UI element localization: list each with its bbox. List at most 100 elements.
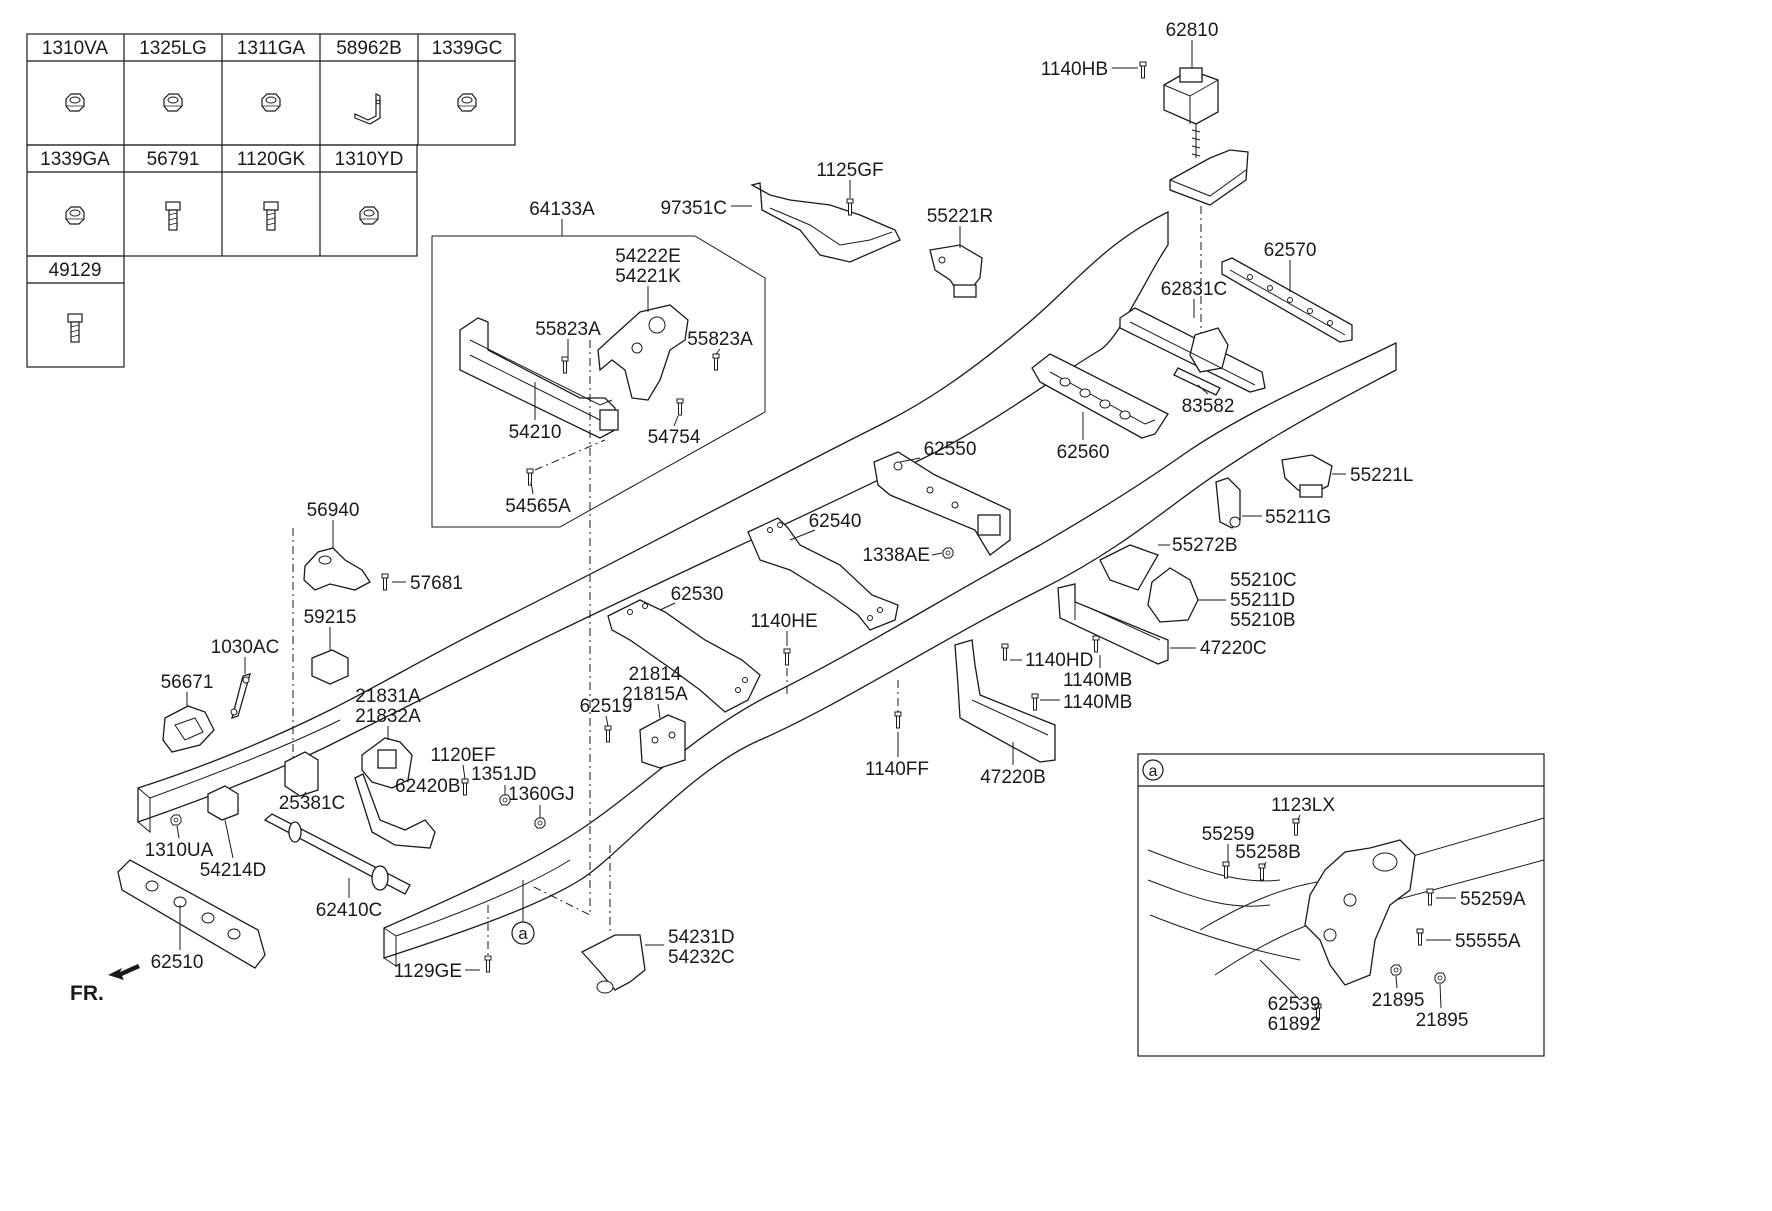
- fastener-code: 1311GA: [237, 38, 306, 59]
- part-callout: 1140HD: [1025, 650, 1093, 671]
- front-arrow-icon: [108, 964, 140, 980]
- front-crossmember-assembly-box: [431, 235, 766, 528]
- crossmember-62560: [1031, 353, 1169, 439]
- part-callout: 1125GF: [816, 160, 883, 181]
- part-callout: 62420B: [395, 776, 461, 797]
- detail-callout: 55555A: [1455, 931, 1521, 952]
- bolt-icon: [484, 955, 492, 973]
- bracket-25381c: [284, 751, 319, 797]
- strap-62420b: [354, 773, 436, 849]
- flange-nut-icon: [359, 206, 379, 225]
- spare-tire-carrier-group: [1139, 61, 1249, 360]
- part-callout: 97351C: [660, 198, 727, 219]
- part-callout: 54754: [648, 427, 701, 448]
- fastener-code: 1310YD: [335, 149, 404, 170]
- detail-callout: 21895: [1372, 990, 1425, 1011]
- part-callout: 1140FF: [865, 759, 929, 780]
- part-callout: 21832A: [355, 706, 421, 727]
- angle-bracket-icon: [354, 93, 381, 125]
- fastener-code: 58962B: [336, 38, 402, 59]
- part-callout: 62831C: [1161, 279, 1228, 300]
- crossmember-62540: [747, 517, 899, 631]
- detail-callout: 55259: [1202, 824, 1255, 845]
- fastener-table-row-3: 49129: [26, 255, 125, 368]
- flange-nut-icon: [261, 93, 281, 112]
- bolt-icon: [1139, 61, 1147, 79]
- part-callout: 21814: [629, 664, 682, 685]
- hex-bolt-icon: [67, 313, 83, 343]
- engine-mount-56940: [303, 547, 389, 591]
- part-callout: 55221R: [927, 206, 994, 227]
- bolt-icon: [1292, 818, 1300, 836]
- fastener-table: 1310VA 1325LG 1311GA 58962B 1339GC 1339G…: [26, 33, 516, 368]
- part-callout: 55211D: [1230, 590, 1295, 611]
- nut-icon: [534, 817, 546, 829]
- reinforcement-62570: [1221, 257, 1353, 343]
- part-callout: 1030AC: [211, 637, 280, 658]
- bolt-icon: [894, 711, 902, 729]
- bolt-icon: [783, 648, 791, 666]
- part-callout: 55210C: [1230, 570, 1297, 591]
- bracket-55211g: [1215, 477, 1241, 529]
- crossmember-62530: [607, 599, 761, 713]
- bolt-icon: [676, 398, 684, 416]
- fastener-table-row-1: 1310VA 1325LG 1311GA 58962B 1339GC: [26, 33, 516, 146]
- part-callout: 1140MB: [1063, 670, 1132, 691]
- part-callout: 56940: [307, 500, 360, 521]
- fastener-code: 1120GK: [237, 149, 306, 170]
- bracket-55221r: [929, 244, 983, 298]
- bolt-icon: [1092, 635, 1100, 653]
- rear-bracket-47220b: [954, 639, 1056, 763]
- front-direction-indicator: FR.: [70, 964, 140, 1005]
- part-callout: 55823A: [535, 319, 601, 340]
- part-callout: 62550: [924, 439, 977, 460]
- part-callout: 1140HE: [750, 611, 817, 632]
- part-callout: 1310UA: [145, 840, 214, 861]
- part-callout: 47220B: [980, 767, 1046, 788]
- part-callout: 55823A: [687, 329, 753, 350]
- right-frame-rail: [383, 341, 1397, 967]
- bolt-icon: [381, 573, 389, 591]
- part-callout: 56671: [161, 672, 214, 693]
- part-callout: 1140MB: [1063, 692, 1132, 713]
- bolt-icon: [1426, 888, 1434, 906]
- detail-view-a: a 1123LX 55259 55258B 55259A 55555A 6253…: [1137, 753, 1545, 1057]
- fastener-code: 1310VA: [42, 38, 109, 59]
- detail-callout: 55258B: [1235, 842, 1301, 863]
- nut-icon: [1390, 964, 1402, 976]
- fastener-table-row-2: 1339GA 56791 1120GK 1310YD: [26, 144, 418, 257]
- part-callout: 54221K: [615, 266, 681, 287]
- strap-1030ac: [230, 673, 251, 719]
- part-callout: 62410C: [316, 900, 383, 921]
- bolt-icon: [712, 353, 720, 371]
- part-callout: 55211G: [1265, 507, 1331, 528]
- part-callout: 62560: [1057, 442, 1110, 463]
- part-callout: 54231D: [668, 927, 735, 948]
- bolt-icon: [1258, 863, 1266, 881]
- detail-view-tag: a: [1149, 763, 1158, 780]
- hex-bolt-icon: [263, 201, 279, 231]
- bracket-59215: [311, 649, 349, 685]
- part-callout: 62510: [151, 952, 204, 973]
- part-callout: 21815A: [622, 684, 688, 705]
- fastener-code: 1339GC: [432, 38, 503, 59]
- part-callout: 83582: [1182, 396, 1235, 417]
- part-callout: 54232C: [668, 947, 735, 968]
- nut-icon: [942, 547, 954, 559]
- flange-nut-icon: [65, 206, 85, 225]
- fastener-code: 56791: [147, 149, 200, 170]
- bracket-97351c: [750, 182, 901, 263]
- part-callout: 62570: [1264, 240, 1317, 261]
- part-callout: 1338AE: [862, 545, 930, 566]
- part-callout: 54565A: [505, 496, 571, 517]
- nut-icon: [1434, 972, 1446, 984]
- part-callout: 54214D: [200, 860, 267, 881]
- part-callout: 57681: [410, 573, 463, 594]
- mount-21831a: [361, 737, 413, 789]
- bracket-54231d: [580, 934, 646, 994]
- part-callout: 1129GE: [394, 961, 462, 982]
- bolt-icon: [1001, 643, 1009, 661]
- callout-labels: 62810 1140HB 1125GF 97351C 55221R 64133A…: [145, 20, 1414, 982]
- flange-nut-icon: [65, 93, 85, 112]
- part-callout: 47220C: [1200, 638, 1267, 659]
